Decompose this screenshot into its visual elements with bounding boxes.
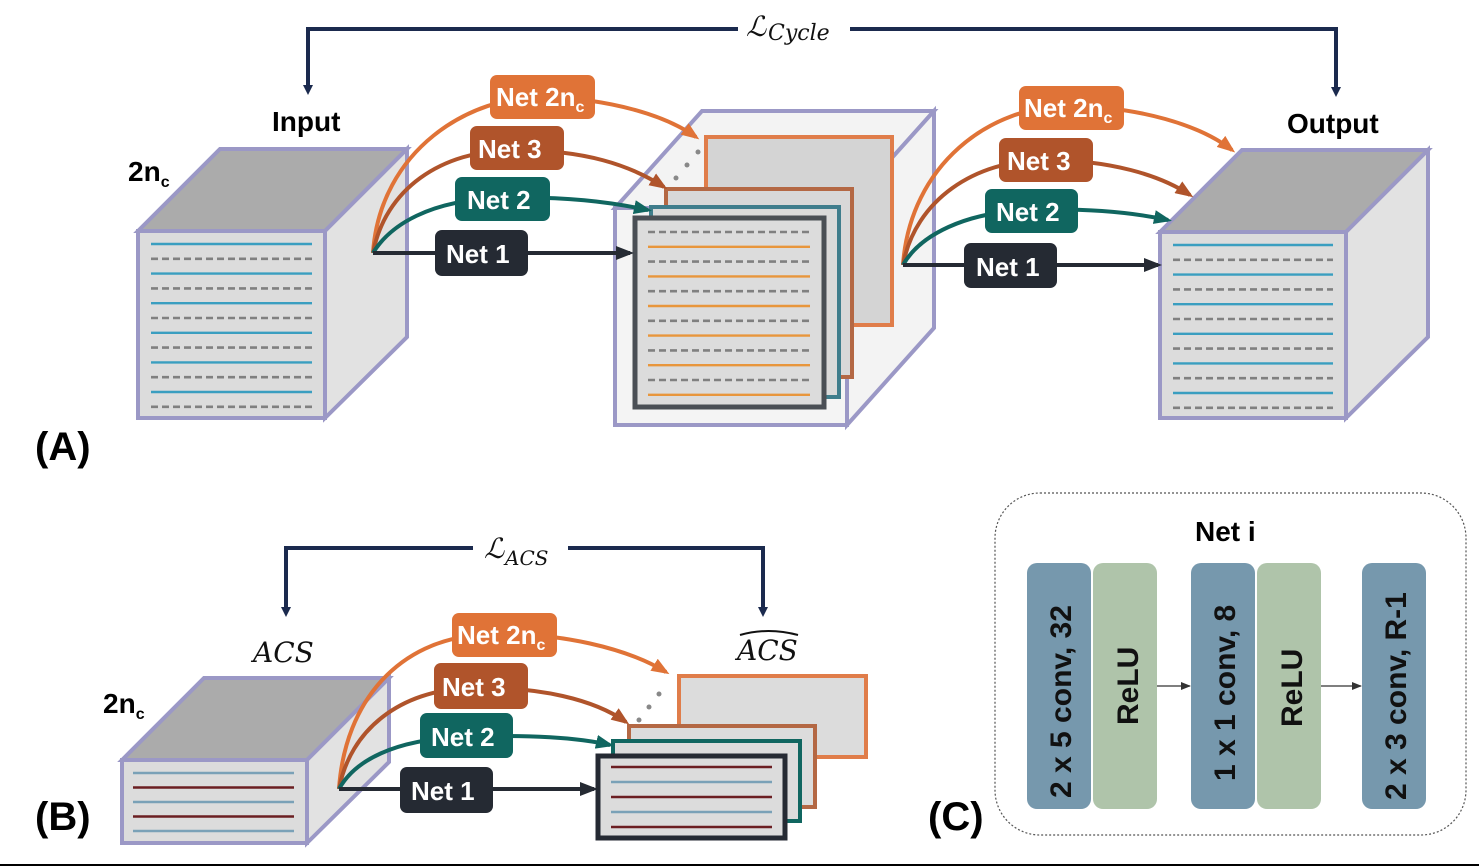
svg-text:Net 2nc: Net 2nc <box>1024 93 1112 127</box>
svg-text:Net 3: Net 3 <box>442 672 506 702</box>
intermediate-kspace-lines <box>648 230 810 396</box>
b-net-label-1: Net 1 <box>400 767 493 813</box>
input-cube <box>133 144 412 423</box>
acs-output-frames <box>595 674 868 841</box>
net-label-1-right: Net 1 <box>964 243 1057 288</box>
ellipsis-dot <box>684 162 690 168</box>
intermediate-cube <box>610 105 939 431</box>
acs-loss-symbol: ℒ <box>484 532 505 565</box>
svg-text:Net 2nc: Net 2nc <box>496 82 584 116</box>
layer-conv-1: 2 x 5 conv, 32 <box>1027 563 1091 809</box>
cycle-loss-left-arrow <box>303 27 738 95</box>
panel-c: Net i 2 x 5 conv, 32 ReLU 1 x 1 conv, 8 … <box>928 492 1467 839</box>
cycle-loss-bracket: ℒ Cycle <box>303 10 1341 97</box>
ellipsis-dot <box>646 704 652 710</box>
panel-b-label: (B) <box>35 795 91 839</box>
svg-text:ACS: ACS <box>734 634 798 667</box>
input-label: Input <box>272 106 340 137</box>
acs-loss-bracket: ℒ ACS <box>281 532 768 617</box>
svg-text:Net 2: Net 2 <box>431 722 495 752</box>
output-cube-front <box>1158 230 1348 420</box>
layer-relu-2: ReLU <box>1257 563 1321 809</box>
output-label: Output <box>1287 108 1379 139</box>
svg-text:Net 3: Net 3 <box>1007 146 1071 176</box>
net-label-1: Net 1 <box>435 230 528 276</box>
b-net-label-2: Net 2 <box>420 713 513 758</box>
svg-text:Net 2: Net 2 <box>467 185 531 215</box>
output-cube <box>1155 145 1433 423</box>
panel-c-label: (C) <box>928 795 984 839</box>
svg-text:ReLU: ReLU <box>1112 647 1145 725</box>
svg-text:2 x 5 conv, 32: 2 x 5 conv, 32 <box>1045 605 1078 798</box>
panel-a: ℒ Cycle Input Output 2nc <box>35 10 1433 469</box>
cycle-loss-subscript: Cycle <box>768 21 830 46</box>
depth-label-b: 2nc <box>103 688 145 723</box>
net-label-2: Net 2 <box>455 177 550 221</box>
svg-text:Net 1: Net 1 <box>446 239 510 269</box>
svg-text:ReLU: ReLU <box>1276 649 1309 727</box>
frame-net1 <box>632 215 827 410</box>
input-kspace-lines <box>151 242 312 409</box>
acs-loss-left-arrow <box>281 546 473 617</box>
ellipsis-dot <box>656 691 662 697</box>
acs-lines <box>133 771 294 833</box>
net-label-2nc-right: Net 2nc <box>1019 86 1124 130</box>
input-cube-front <box>136 229 327 420</box>
svg-text:1 x 1 conv, 8: 1 x 1 conv, 8 <box>1209 605 1242 781</box>
acs-loss-subscript: ACS <box>503 546 548 570</box>
svg-text:2 x 3 conv, R-1: 2 x 3 conv, R-1 <box>1380 592 1413 800</box>
ellipsis-dot <box>673 175 679 181</box>
acs-loss-right-arrow <box>568 546 768 617</box>
panel-b: ℒ ACS ACS ACS 2nc <box>35 532 868 848</box>
cycle-loss-symbol: ℒ <box>746 10 767 43</box>
net-label-3: Net 3 <box>470 126 564 170</box>
svg-text:Net 3: Net 3 <box>478 134 542 164</box>
panel-a-label: (A) <box>35 425 91 469</box>
net-i-title: Net i <box>1195 516 1256 547</box>
svg-text:Net 1: Net 1 <box>411 776 475 806</box>
acs-output-lines <box>611 765 772 829</box>
ellipsis-dot <box>695 149 701 155</box>
layer-conv-2: 1 x 1 conv, 8 <box>1191 563 1255 809</box>
acs-output-label: ACS <box>734 630 799 667</box>
svg-text:Net 2nc: Net 2nc <box>457 620 545 654</box>
net-label-2-right: Net 2 <box>985 189 1078 233</box>
acs-input-label: ACS <box>250 636 314 669</box>
net-label-3-right: Net 3 <box>999 138 1093 182</box>
svg-text:Net 2: Net 2 <box>996 197 1060 227</box>
ellipsis-dot <box>636 717 642 723</box>
output-kspace-lines <box>1173 243 1333 410</box>
svg-text:Net 1: Net 1 <box>976 252 1040 282</box>
net-label-2nc: Net 2nc <box>490 75 595 119</box>
depth-label: 2nc <box>128 156 170 191</box>
b-net-label-3: Net 3 <box>434 663 528 709</box>
hat-accent <box>739 630 799 636</box>
cycle-loss-right-arrow <box>850 27 1341 97</box>
layer-conv-3: 2 x 3 conv, R-1 <box>1362 563 1426 809</box>
layer-relu-1: ReLU <box>1093 563 1157 809</box>
b-net-label-2nc: Net 2nc <box>452 613 557 657</box>
